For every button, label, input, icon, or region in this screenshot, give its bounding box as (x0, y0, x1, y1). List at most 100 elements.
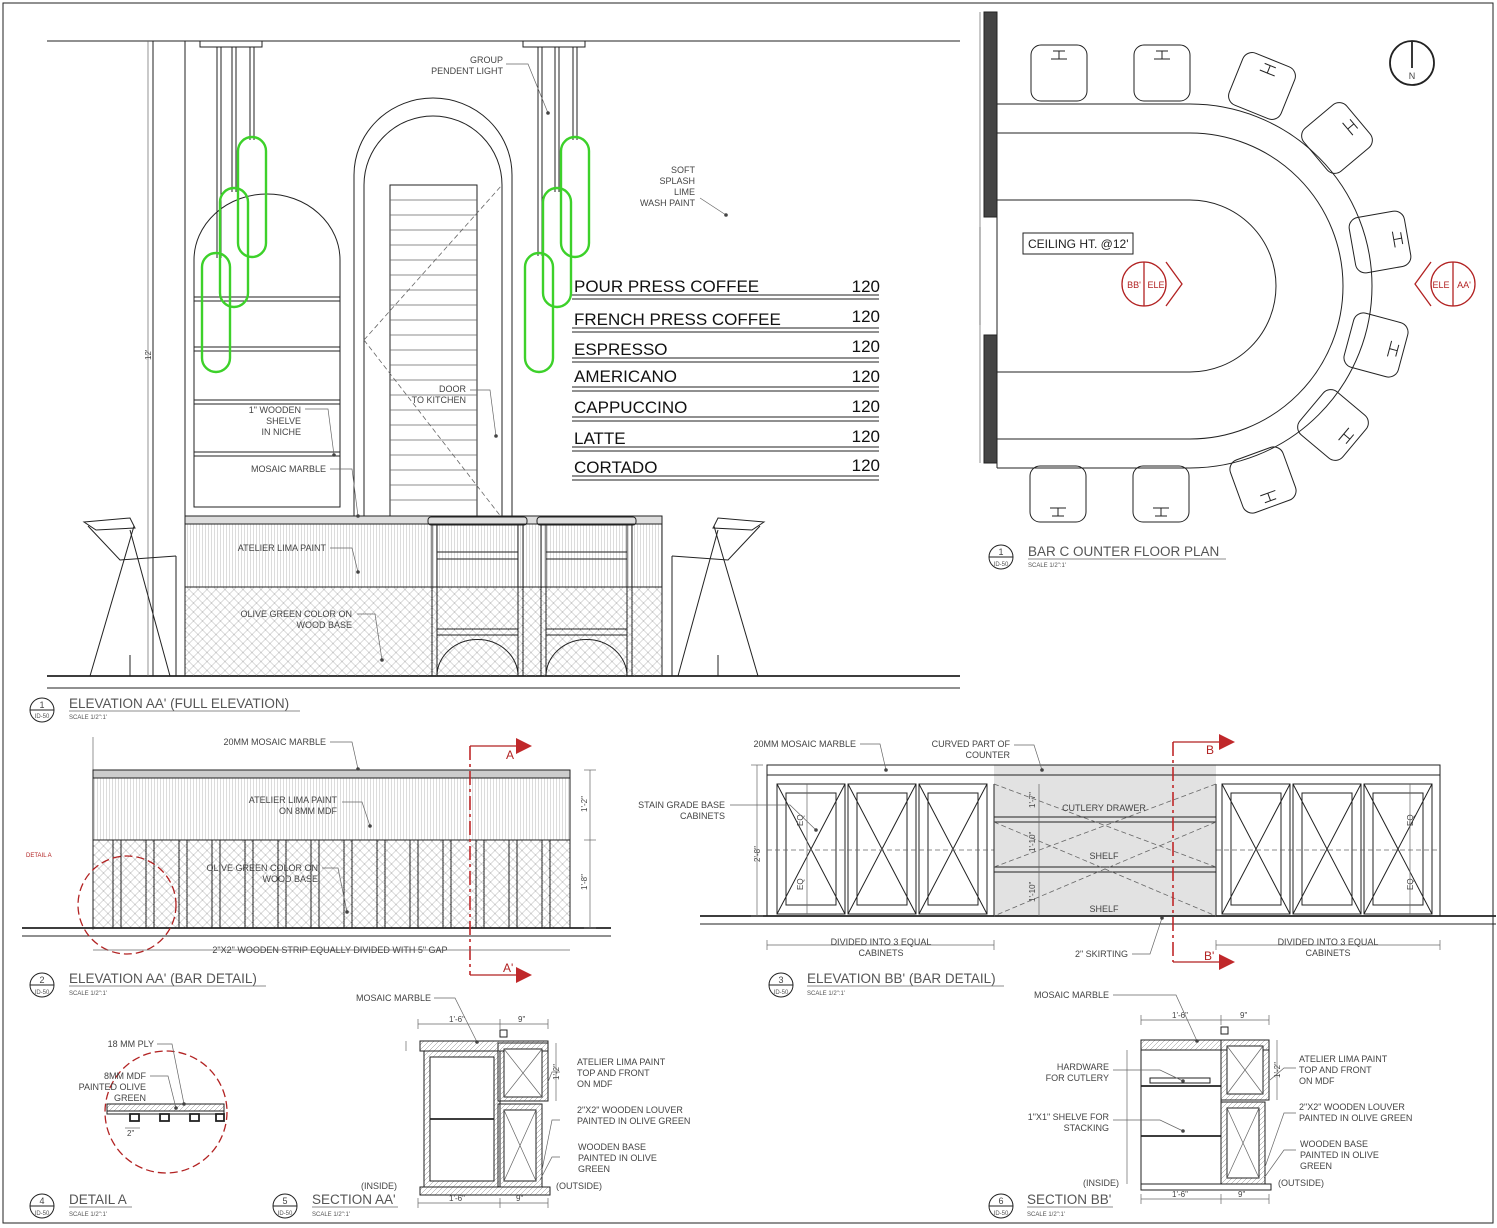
label-mdf-1: 8MM MDF (104, 1071, 146, 1081)
menu-row: CAPPUCCINO 120 (572, 397, 880, 422)
label-mdf-2: PAINTED OLIVE (79, 1082, 146, 1092)
chair (1228, 52, 1296, 120)
label-outside: (OUTSIDE) (1278, 1178, 1324, 1188)
svg-text:AA': AA' (1457, 280, 1471, 290)
label-divided-left-2: CABINETS (858, 948, 903, 958)
title-number: 1 (39, 700, 44, 710)
label-inside: (INSIDE) (361, 1181, 397, 1191)
label-marble: 20MM MOSAIC MARBLE (223, 737, 326, 747)
svg-text:ESPRESSO: ESPRESSO (574, 340, 668, 359)
title-sheet: ID-50 (994, 1211, 1009, 1217)
title-sheet: ID-50 (35, 1211, 50, 1217)
section-bb: 1'-6" 9" 1'-6" 9" 1'-2" MOSAIC MARBLE HA… (988, 990, 1412, 1219)
dim: 1'-6" (1172, 1190, 1188, 1199)
title-sheet: ID-50 (35, 714, 50, 720)
dim: 1'-10" (1028, 831, 1037, 852)
elevation-aa-full: 12' (29, 40, 960, 723)
label-shelve-2: STACKING (1064, 1123, 1109, 1133)
dim: EQ (796, 878, 805, 890)
svg-text:POUR PRESS COFFEE: POUR PRESS COFFEE (574, 277, 759, 296)
label-pendent-2: PENDENT LIGHT (431, 66, 503, 76)
label-hardware-1: HARDWARE (1057, 1062, 1109, 1072)
label-louver-1: 2"X2" WOODEN LOUVER (577, 1105, 683, 1115)
chair (1343, 312, 1409, 378)
section-aa: 1'-6" 9" 1'-6" 9" 1'-2" MOSAIC MARBLE AT… (272, 993, 690, 1219)
title-scale: SCALE 1/2":1' (312, 1212, 350, 1218)
bar-counter-floor-plan: CEILING HT. @12' BB' ELE ELE AA' N (979, 11, 1476, 570)
title-number: 5 (282, 1196, 287, 1206)
svg-text:CORTADO: CORTADO (574, 458, 657, 477)
svg-text:120: 120 (852, 307, 880, 326)
label-outside: (OUTSIDE) (556, 1181, 602, 1191)
title-number: 6 (998, 1196, 1003, 1206)
label-stain-1: STAIN GRADE BASE (638, 800, 725, 810)
section-aa-title: SECTION AA' (312, 1192, 396, 1207)
detail-a-callout: DETAIL A (26, 853, 52, 859)
elevation-bb-bar-title: ELEVATION BB' (BAR DETAIL) (807, 971, 996, 986)
dim: 2" (127, 1129, 134, 1138)
label-shelve-3: IN NICHE (261, 427, 301, 437)
title-sheet: ID-50 (994, 562, 1009, 568)
label-atelier-2: TOP AND FRONT (577, 1068, 650, 1078)
chair (1133, 44, 1191, 102)
section-marker-left: BB' ELE (1121, 261, 1183, 307)
dim: 1'-2" (580, 796, 589, 812)
label-divided-right-1: DIVIDED INTO 3 EQUAL (1278, 937, 1379, 947)
label-shelf-1: SHELF (1089, 851, 1119, 861)
label-door-1: DOOR (439, 384, 467, 394)
section-marker-right: ELE AA' (1414, 261, 1476, 307)
title-sheet: ID-50 (774, 990, 789, 996)
detail-a: 2" 18 MM PLY 8MM MDF PAINTED OLIVE GREEN… (29, 1039, 228, 1219)
label-cutlery: CUTLERY DRAWER (1062, 803, 1146, 813)
label-atelier-1: ATELIER LIMA PAINT (577, 1057, 666, 1067)
label-stain-2: CABINETS (680, 811, 725, 821)
label-atelier: ATELIER LIMA PAINT (238, 543, 327, 553)
svg-text:120: 120 (852, 456, 880, 475)
label-ply: 18 MM PLY (108, 1039, 154, 1049)
chair (1029, 465, 1087, 523)
chair (1348, 210, 1412, 274)
label-skirting: 2" SKIRTING (1075, 949, 1128, 959)
section-b-label: B (1206, 743, 1214, 757)
dim: 9" (516, 1194, 523, 1203)
dim: 9" (1240, 1011, 1247, 1020)
dim: EQ (796, 814, 805, 826)
label-atelier-1: ATELIER LIMA PAINT (1299, 1054, 1388, 1064)
dim: EQ (1406, 814, 1415, 826)
stool-front-1 (427, 516, 528, 677)
menu-row: POUR PRESS COFFEE 120 (572, 277, 880, 300)
svg-text:120: 120 (852, 367, 880, 386)
menu-row: ESPRESSO 120 (572, 337, 880, 363)
label-mosaic: MOSAIC MARBLE (251, 464, 326, 474)
svg-text:CAPPUCCINO: CAPPUCCINO (574, 398, 687, 417)
label-atelier-2: ON 8MM MDF (279, 806, 337, 816)
elevation-aa-full-scale: SCALE 1/2":1' (69, 715, 107, 721)
label-louver-2: PAINTED IN OLIVE GREEN (1299, 1113, 1412, 1123)
stool-front-2 (536, 516, 637, 677)
label-soft-1: SOFT (671, 165, 696, 175)
elevation-aa-bar-title: ELEVATION AA' (BAR DETAIL) (69, 971, 257, 986)
dim: 2'-8" (753, 846, 762, 862)
label-atelier-1: ATELIER LIMA PAINT (249, 795, 338, 805)
floor-plan-scale: SCALE 1/2":1' (1028, 563, 1066, 569)
label-divided-left-1: DIVIDED INTO 3 EQUAL (831, 937, 932, 947)
dim: 1'-10" (1028, 881, 1037, 902)
pendant-light-right (523, 135, 591, 374)
label-shelve-1: 1"X1" SHELVE FOR (1028, 1112, 1110, 1122)
label-atelier-3: ON MDF (1299, 1076, 1335, 1086)
label-louver-1: 2"X2" WOODEN LOUVER (1299, 1102, 1405, 1112)
label-curved-2: COUNTER (966, 750, 1011, 760)
section-a2-label: A' (503, 961, 513, 975)
dim: 1'-6" (449, 1194, 465, 1203)
label-atelier-3: ON MDF (577, 1079, 613, 1089)
label-marble: MOSAIC MARBLE (356, 993, 431, 1003)
label-base-3: GREEN (1300, 1161, 1332, 1171)
coffee-menu: POUR PRESS COFFEE 120 FRENCH PRESS COFFE… (572, 277, 880, 481)
label-base-2: PAINTED IN OLIVE (578, 1153, 657, 1163)
svg-text:120: 120 (852, 427, 880, 446)
north-label: N (1409, 71, 1416, 81)
label-curved-1: CURVED PART OF (932, 739, 1011, 749)
dim: 1'-6" (449, 1015, 465, 1024)
